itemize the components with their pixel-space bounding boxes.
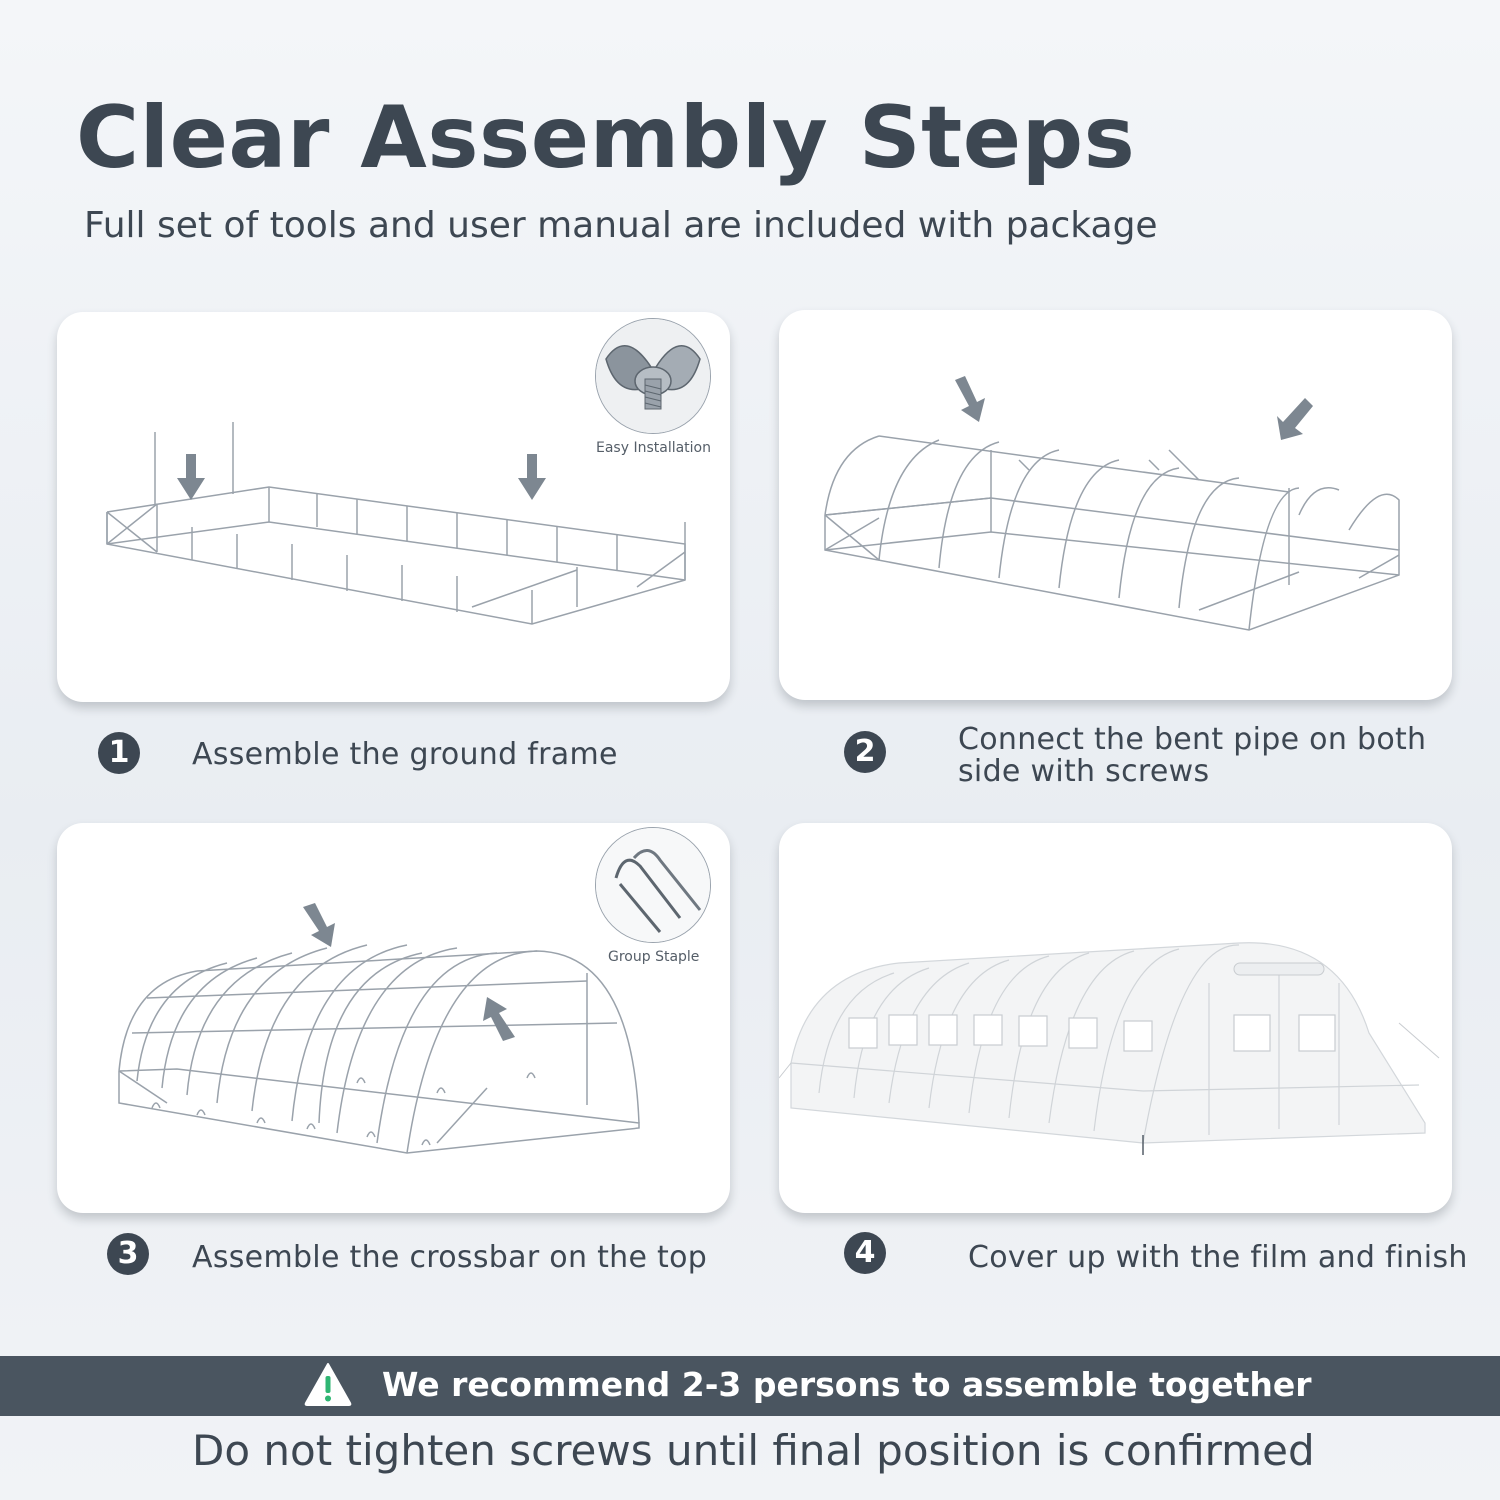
- wing-nut-badge: [595, 318, 711, 434]
- warning-banner: We recommend 2-3 persons to assemble tog…: [0, 1356, 1500, 1416]
- u-staple-icon: [596, 828, 710, 942]
- step-1-number: 1: [98, 732, 140, 774]
- crossbar-illustration: [118, 903, 640, 1154]
- warning-icon: [304, 1363, 352, 1406]
- wing-nut-icon: [596, 319, 710, 433]
- staple-badge: [595, 827, 711, 943]
- footer-note: Do not tighten screws until final positi…: [192, 1426, 1315, 1475]
- step-1-card: Easy Installation: [57, 312, 730, 702]
- badge-label: Easy Installation: [596, 440, 711, 456]
- page-title: Clear Assembly Steps: [76, 88, 1136, 188]
- badge-label: Group Staple: [608, 949, 700, 965]
- page-subtitle: Full set of tools and user manual are in…: [84, 205, 1158, 246]
- step-2-text: Connect the bent pipe on both side with …: [958, 722, 1427, 789]
- step-1-text: Assemble the ground frame: [192, 737, 618, 772]
- greenhouse-illustration: [779, 942, 1440, 1155]
- warning-banner-text: We recommend 2-3 persons to assemble tog…: [382, 1365, 1312, 1404]
- step-4-text: Cover up with the film and finish: [968, 1240, 1468, 1275]
- step-4-card: [779, 823, 1452, 1213]
- step-4-number: 4: [844, 1232, 886, 1274]
- step-3-text: Assemble the crossbar on the top: [192, 1240, 708, 1275]
- step-3-card: Group Staple: [57, 823, 730, 1213]
- bent-pipe-illustration: [824, 376, 1400, 631]
- step-2-number: 2: [844, 731, 886, 773]
- step-2-card: [779, 310, 1452, 700]
- step-3-number: 3: [107, 1233, 149, 1275]
- ground-frame-illustration: [106, 422, 686, 625]
